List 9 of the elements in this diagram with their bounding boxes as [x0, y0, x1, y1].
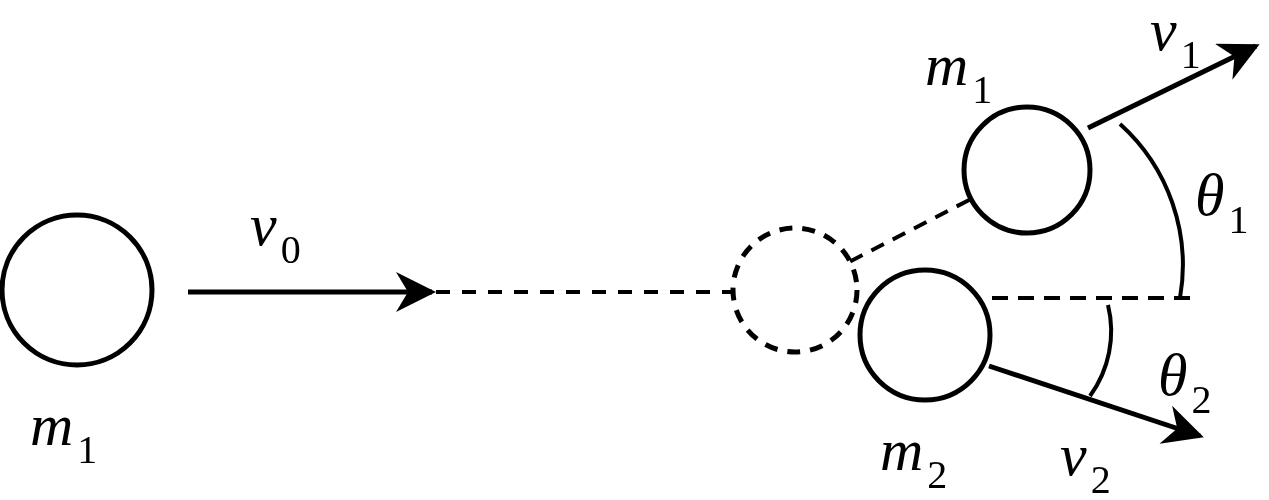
connector-line	[849, 197, 972, 264]
mass-label: m$_{1}$	[30, 395, 98, 470]
symbol-label: v$_{0}$	[250, 195, 301, 270]
mass-label: m$_{2}$	[880, 420, 948, 495]
symbol-label: θ$_{1}$	[1195, 165, 1249, 240]
symbol-label: θ$_{2}$	[1158, 345, 1212, 420]
symbol-label: v$_{1}$	[1150, 0, 1201, 75]
mass-label: m$_{1}$	[925, 35, 993, 110]
symbol-label: v$_{2}$	[1060, 425, 1111, 500]
